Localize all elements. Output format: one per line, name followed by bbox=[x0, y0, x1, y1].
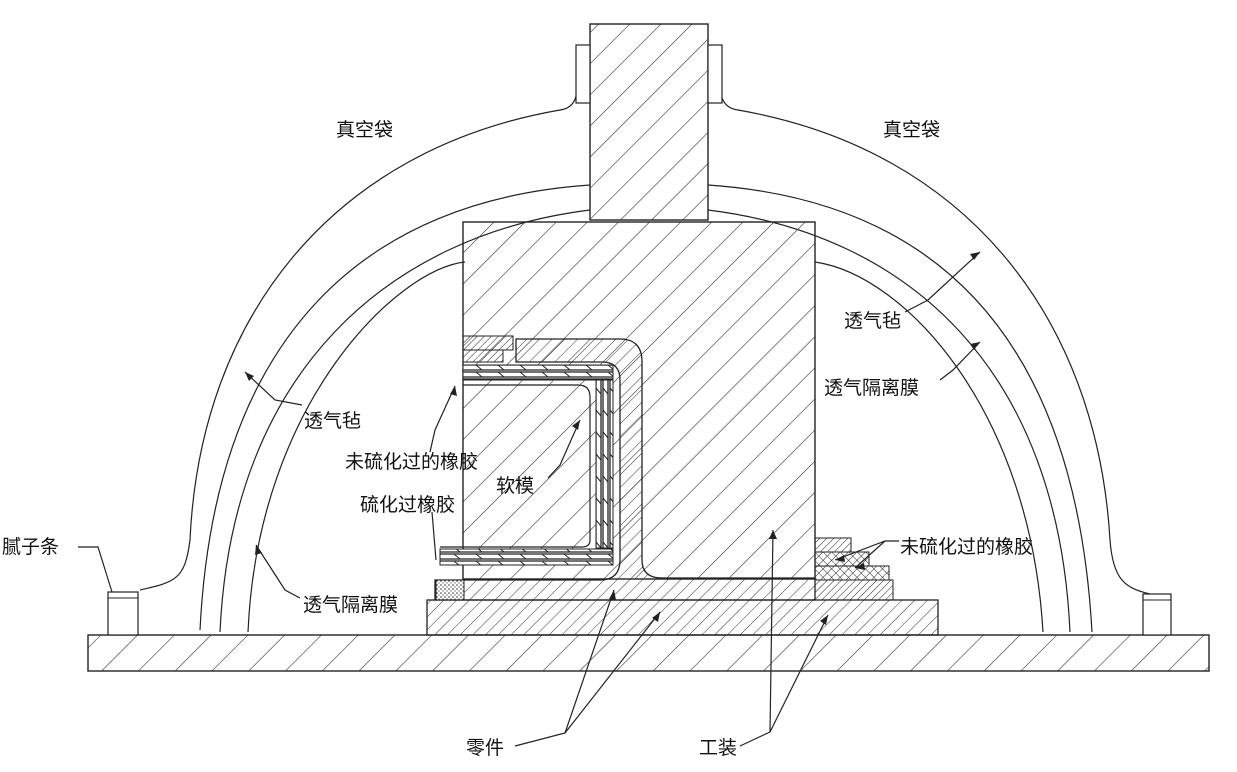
vacuum-bag-inner bbox=[199, 184, 1093, 633]
base-plate bbox=[87, 634, 1210, 672]
label-uncured-rubber-right: 未硫化过的橡胶 bbox=[900, 536, 1033, 558]
cured-rubber-top-left bbox=[462, 335, 514, 351]
putty-strip-left bbox=[107, 591, 139, 636]
lower-tooling-plate bbox=[426, 599, 939, 636]
putty-small-block bbox=[435, 579, 465, 601]
leader-lines bbox=[78, 251, 981, 747]
label-breather-right: 透气毡 bbox=[844, 310, 901, 332]
release-film-arc bbox=[247, 261, 1044, 633]
uncured-rubber-3 bbox=[814, 565, 890, 581]
label-vacuum-bag-left: 真空袋 bbox=[336, 119, 393, 141]
arrowheads bbox=[245, 252, 980, 625]
soft-mold-inner bbox=[440, 384, 591, 548]
label-soft-mold: 软模 bbox=[496, 475, 534, 497]
uncured-rubber-4 bbox=[814, 579, 894, 601]
vacuum-bag-outline bbox=[139, 74, 1151, 595]
label-tooling: 工装 bbox=[699, 737, 737, 759]
label-putty-strip: 腻子条 bbox=[2, 536, 59, 558]
label-release-film-left: 透气隔离膜 bbox=[303, 594, 398, 616]
top-clip-left bbox=[575, 44, 591, 104]
uncured-rubber-1 bbox=[814, 537, 852, 553]
soft-mold-vertical bbox=[595, 379, 614, 549]
label-vacuum-bag-right: 真空袋 bbox=[883, 119, 940, 141]
label-part: 零件 bbox=[466, 737, 504, 759]
soft-mold-bottom bbox=[439, 548, 614, 566]
soft-mold-top bbox=[462, 364, 614, 381]
label-cured-rubber: 硫化过橡胶 bbox=[360, 494, 455, 516]
label-uncured-rubber-left: 未硫化过的橡胶 bbox=[345, 451, 478, 473]
top-block bbox=[589, 23, 709, 221]
putty-strip-right bbox=[1142, 593, 1172, 636]
cured-rubber-top-left-2 bbox=[462, 349, 504, 363]
top-clip-right bbox=[707, 44, 723, 104]
label-release-film-right: 透气隔离膜 bbox=[824, 377, 919, 399]
label-breather-left: 透气毡 bbox=[304, 410, 361, 432]
